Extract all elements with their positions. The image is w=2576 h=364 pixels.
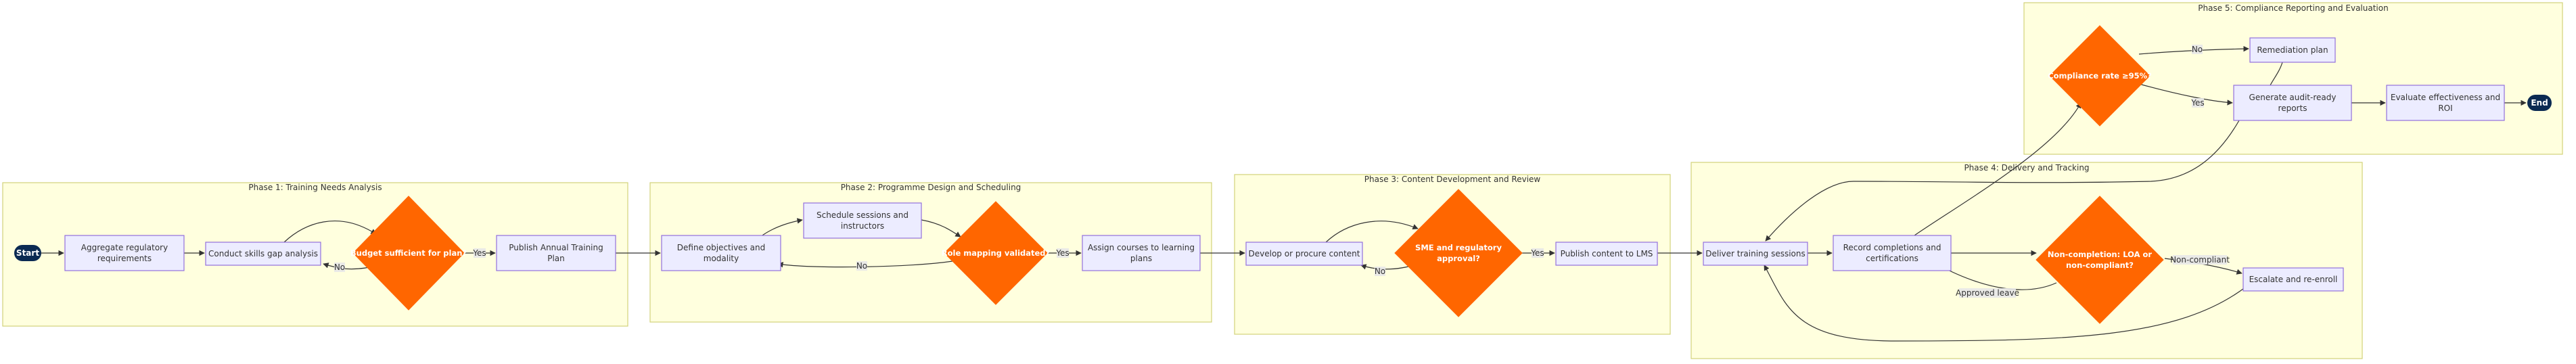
node-define-objectives-line1: Define objectives and	[677, 243, 765, 252]
node-deliver-sessions: Deliver training sessions	[1703, 242, 1808, 266]
node-evaluate: Evaluate effectiveness and ROI	[2386, 85, 2505, 121]
node-audit-reports-line2: reports	[2278, 104, 2307, 113]
start-node-label: Start	[16, 248, 39, 258]
end-node-shape	[2527, 95, 2552, 111]
node-gap-analysis-label: Conduct skills gap analysis	[208, 249, 318, 258]
edge-label-compliance-no: No	[2192, 45, 2203, 54]
node-escalate: Escalate and re-enroll	[2242, 267, 2344, 292]
node-remediation: Remediation plan	[2249, 37, 2336, 63]
edge-audit-deliver	[1765, 120, 2240, 242]
phase-4-title: Phase 4: Delivery and Tracking	[1964, 163, 2089, 173]
edges	[41, 45, 2527, 342]
end-node: End	[2527, 95, 2552, 111]
edge-label-noncompliant: Non-compliant	[2170, 255, 2230, 265]
node-record-completions: Record completions and certifications	[1833, 235, 1952, 271]
node-evaluate-line2: ROI	[2438, 104, 2452, 113]
end-node-label: End	[2531, 98, 2548, 108]
node-assign-courses-line1: Assign courses to learning	[1088, 243, 1195, 252]
decision-role-mapping-label: Role mapping validated?	[942, 248, 1050, 258]
phase-3-title: Phase 3: Content Development and Review	[1364, 175, 1541, 184]
node-gap-analysis: Conduct skills gap analysis	[205, 242, 321, 266]
edge-compliance-yes-audit	[2138, 83, 2233, 106]
node-record-completions-line1: Record completions and	[1843, 243, 1941, 252]
node-publish-plan-line2: Plan	[547, 254, 565, 263]
node-evaluate-line1: Evaluate effectiveness and	[2391, 93, 2500, 102]
edge-labels: Yes No Yes No Yes No Non-compliant Appro…	[334, 45, 2230, 298]
decision-compliance-rate-label: Compliance rate ≥95%?	[2048, 71, 2152, 81]
phase-1-title: Phase 1: Training Needs Analysis	[248, 183, 382, 192]
node-publish-lms-label: Publish content to LMS	[1561, 249, 1653, 258]
node-develop-content-label: Develop or procure content	[1249, 249, 1360, 258]
node-publish-lms: Publish content to LMS	[1555, 242, 1658, 266]
node-assign-courses: Assign courses to learning plans	[1082, 235, 1201, 271]
edge-define-schedule	[760, 218, 803, 237]
node-define-objectives: Define objectives and modality	[661, 235, 781, 271]
edge-record-compliance	[1914, 102, 2082, 236]
node-develop-content: Develop or procure content	[1245, 242, 1363, 266]
phase-2-title: Phase 2: Programme Design and Scheduling	[841, 183, 1021, 192]
node-schedule-sessions-line1: Schedule sessions and	[816, 210, 908, 220]
decision-sme-approval: SME and regulatory approval?	[1394, 189, 1523, 317]
decision-budget: Budget sufficient for plan?	[350, 196, 467, 311]
node-remediation-label: Remediation plan	[2257, 45, 2328, 55]
edge-remediation-audit	[2270, 62, 2283, 86]
start-node: Start	[14, 245, 41, 261]
node-define-objectives-line2: modality	[704, 254, 739, 263]
decision-sme-approval-line1: SME and regulatory	[1415, 243, 1502, 252]
phase-4-group: Phase 4: Delivery and Tracking	[1690, 162, 2363, 359]
decision-budget-label: Budget sufficient for plan?	[350, 248, 467, 258]
edge-gap-budget	[283, 220, 377, 243]
decision-role-mapping: Role mapping validated?	[942, 201, 1050, 305]
node-publish-plan: Publish Annual Training Plan	[496, 235, 616, 271]
node-assign-courses-line2: plans	[1130, 254, 1152, 263]
decision-noncompletion-line1: Non-completion: LOA or	[2048, 250, 2152, 259]
node-aggregate: Aggregate regulatory requirements	[64, 235, 185, 271]
node-deliver-sessions-label: Deliver training sessions	[1705, 249, 1806, 258]
node-escalate-label: Escalate and re-enroll	[2249, 275, 2338, 284]
edge-label-compliance-yes: Yes	[2190, 98, 2204, 108]
node-aggregate-line2: requirements	[97, 254, 152, 263]
start-node-shape	[14, 245, 41, 261]
edge-label-budget-yes: Yes	[472, 248, 486, 258]
node-publish-plan-line1: Publish Annual Training	[509, 243, 603, 252]
edge-label-approved-leave: Approved leave	[1956, 288, 2019, 298]
edge-label-budget-no: No	[334, 263, 345, 272]
node-audit-reports-line1: Generate audit-ready	[2249, 93, 2337, 102]
decision-noncompletion-line2: non-compliant?	[2066, 260, 2134, 270]
node-schedule-sessions: Schedule sessions and instructors	[803, 202, 922, 239]
node-record-completions-line2: certifications	[1866, 254, 1918, 263]
edge-label-sme-no: No	[1375, 267, 1385, 276]
node-audit-reports: Generate audit-ready reports	[2233, 85, 2352, 121]
decision-noncompletion: Non-completion: LOA or non-compliant?	[2036, 196, 2164, 324]
edge-schedule-rolemap	[921, 219, 961, 237]
edge-develop-sme	[1325, 221, 1419, 243]
edge-escalate-deliver	[1764, 265, 2247, 342]
edge-label-role-no: No	[856, 261, 867, 271]
node-aggregate-line1: Aggregate regulatory	[81, 243, 168, 252]
decision-sme-approval-line2: approval?	[1437, 254, 1480, 263]
edge-label-sme-yes: Yes	[1530, 248, 1544, 258]
edge-label-role-yes: Yes	[1055, 248, 1069, 258]
node-schedule-sessions-line2: instructors	[841, 221, 884, 231]
phase-5-title: Phase 5: Compliance Reporting and Evalua…	[2198, 3, 2388, 13]
decision-compliance-rate: Compliance rate ≥95%?	[2048, 25, 2152, 127]
